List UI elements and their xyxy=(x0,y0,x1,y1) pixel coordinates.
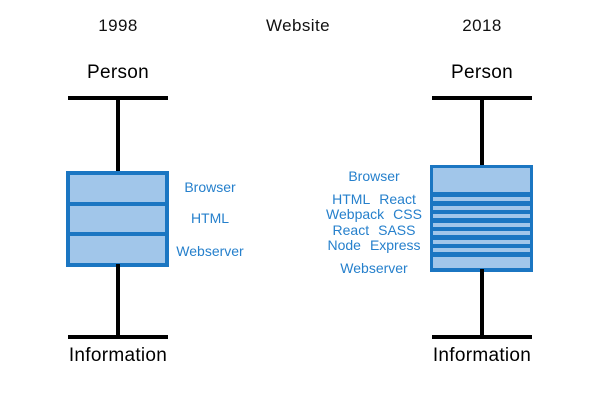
label-line: Webserver xyxy=(318,259,430,277)
thin-layer xyxy=(433,222,530,227)
right-bottom-terminal-bar xyxy=(432,335,532,339)
thin-layer xyxy=(433,197,530,201)
right-bottom-connector-line xyxy=(480,269,484,337)
thin-layer xyxy=(433,231,530,235)
year-label-1998: 1998 xyxy=(98,16,138,35)
left-stack-1998 xyxy=(66,171,169,267)
right-stack-labels: Browser HTML React Webpack CSS React SAS… xyxy=(318,168,430,277)
html-label: HTML xyxy=(332,190,371,207)
browser-layer xyxy=(433,168,530,192)
right-top-connector-line xyxy=(480,96,484,168)
thin-layer xyxy=(433,239,530,244)
left-information-label: Information xyxy=(68,345,168,366)
react-label: React xyxy=(379,190,416,207)
thin-layer xyxy=(433,214,530,218)
thin-layer xyxy=(433,248,530,252)
css-label: CSS xyxy=(393,206,422,222)
thin-layer xyxy=(433,205,530,210)
label-line: Browser xyxy=(318,168,430,185)
label-line: Node Express xyxy=(318,237,430,254)
year-label-2018: 2018 xyxy=(462,16,502,35)
webserver-layer xyxy=(433,257,530,268)
react2-label: React xyxy=(332,221,370,238)
html-layer xyxy=(70,205,165,233)
right-person-label: Person xyxy=(450,62,513,83)
sass-label: SASS xyxy=(378,221,416,238)
label-line: Webpack CSS xyxy=(318,206,430,223)
browser-label: Browser xyxy=(348,168,400,184)
left-top-connector-line xyxy=(116,96,120,174)
right-information-label: Information xyxy=(432,345,532,366)
label-line: React SASS xyxy=(318,221,430,239)
webserver-label: Webserver xyxy=(340,259,408,276)
express-label: Express xyxy=(369,237,421,253)
webpack-label: Webpack xyxy=(326,206,385,222)
browser-layer-label: Browser xyxy=(184,179,236,195)
webserver-layer-label: Webserver xyxy=(176,243,244,259)
right-stack-stripes xyxy=(433,197,530,252)
right-stack-2018 xyxy=(430,165,533,272)
node-label: Node xyxy=(327,237,361,253)
webserver-layer xyxy=(70,236,165,264)
html-layer-label: HTML xyxy=(190,210,230,226)
browser-layer xyxy=(70,175,165,202)
left-bottom-terminal-bar xyxy=(68,335,168,339)
diagram-title: Website xyxy=(266,16,330,35)
label-line: HTML React xyxy=(318,190,430,208)
left-person-label: Person xyxy=(86,62,149,83)
left-bottom-connector-line xyxy=(116,264,120,337)
